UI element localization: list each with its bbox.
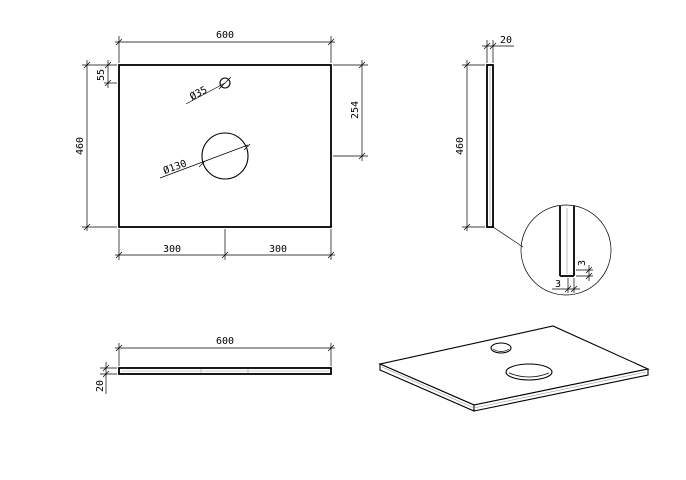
dim-width-600: 600 <box>115 30 335 63</box>
dim-small-hole-diameter: Ø35 <box>185 82 226 105</box>
dim-large-hole-diameter: Ø130 <box>159 143 251 179</box>
dim-front-width-label: 600 <box>216 336 234 347</box>
top-view-outline <box>118 64 332 228</box>
dim-half-right-label: 300 <box>269 244 287 255</box>
dim-side-height-label: 460 <box>455 137 466 155</box>
detail-view: 3 3 <box>492 204 612 296</box>
side-view: 20 460 3 <box>455 35 612 296</box>
dim-side-height: 460 <box>455 60 485 231</box>
small-hole <box>219 77 231 89</box>
dim-halves: 300 300 <box>115 229 335 260</box>
dim-half-left-label: 300 <box>163 244 181 255</box>
dim-small-hole-offset-label: 55 <box>96 69 107 81</box>
dim-front-thickness-label: 20 <box>95 380 106 392</box>
iso-large-hole <box>505 363 553 381</box>
front-view: 600 20 <box>95 336 335 394</box>
iso-small-hole <box>490 342 512 354</box>
large-hole <box>201 132 249 180</box>
dim-height-460: 460 <box>75 60 117 231</box>
dim-large-hole-offset-label: 254 <box>350 101 361 119</box>
dim-front-thickness: 20 <box>95 362 117 394</box>
isometric-view <box>378 325 650 412</box>
detail-horizontal-label: 3 <box>555 279 561 290</box>
dim-small-hole-diameter-label: Ø35 <box>188 84 210 103</box>
dim-large-hole-diameter-label: Ø130 <box>162 157 189 177</box>
dim-side-thickness-label: 20 <box>500 35 512 46</box>
dim-large-hole-offset: 254 <box>333 60 368 161</box>
top-view: 600 460 55 254 <box>75 30 368 260</box>
dim-side-thickness: 20 <box>482 35 514 63</box>
detail-vertical-label: 3 <box>577 260 588 266</box>
front-view-outline <box>118 367 332 375</box>
dim-height-label: 460 <box>75 137 86 155</box>
dim-small-hole-offset: 55 <box>96 60 117 88</box>
detail-circle <box>520 204 612 296</box>
side-view-outline <box>486 64 494 228</box>
dim-front-width: 600 <box>115 336 335 366</box>
dim-width-label: 600 <box>216 30 234 41</box>
